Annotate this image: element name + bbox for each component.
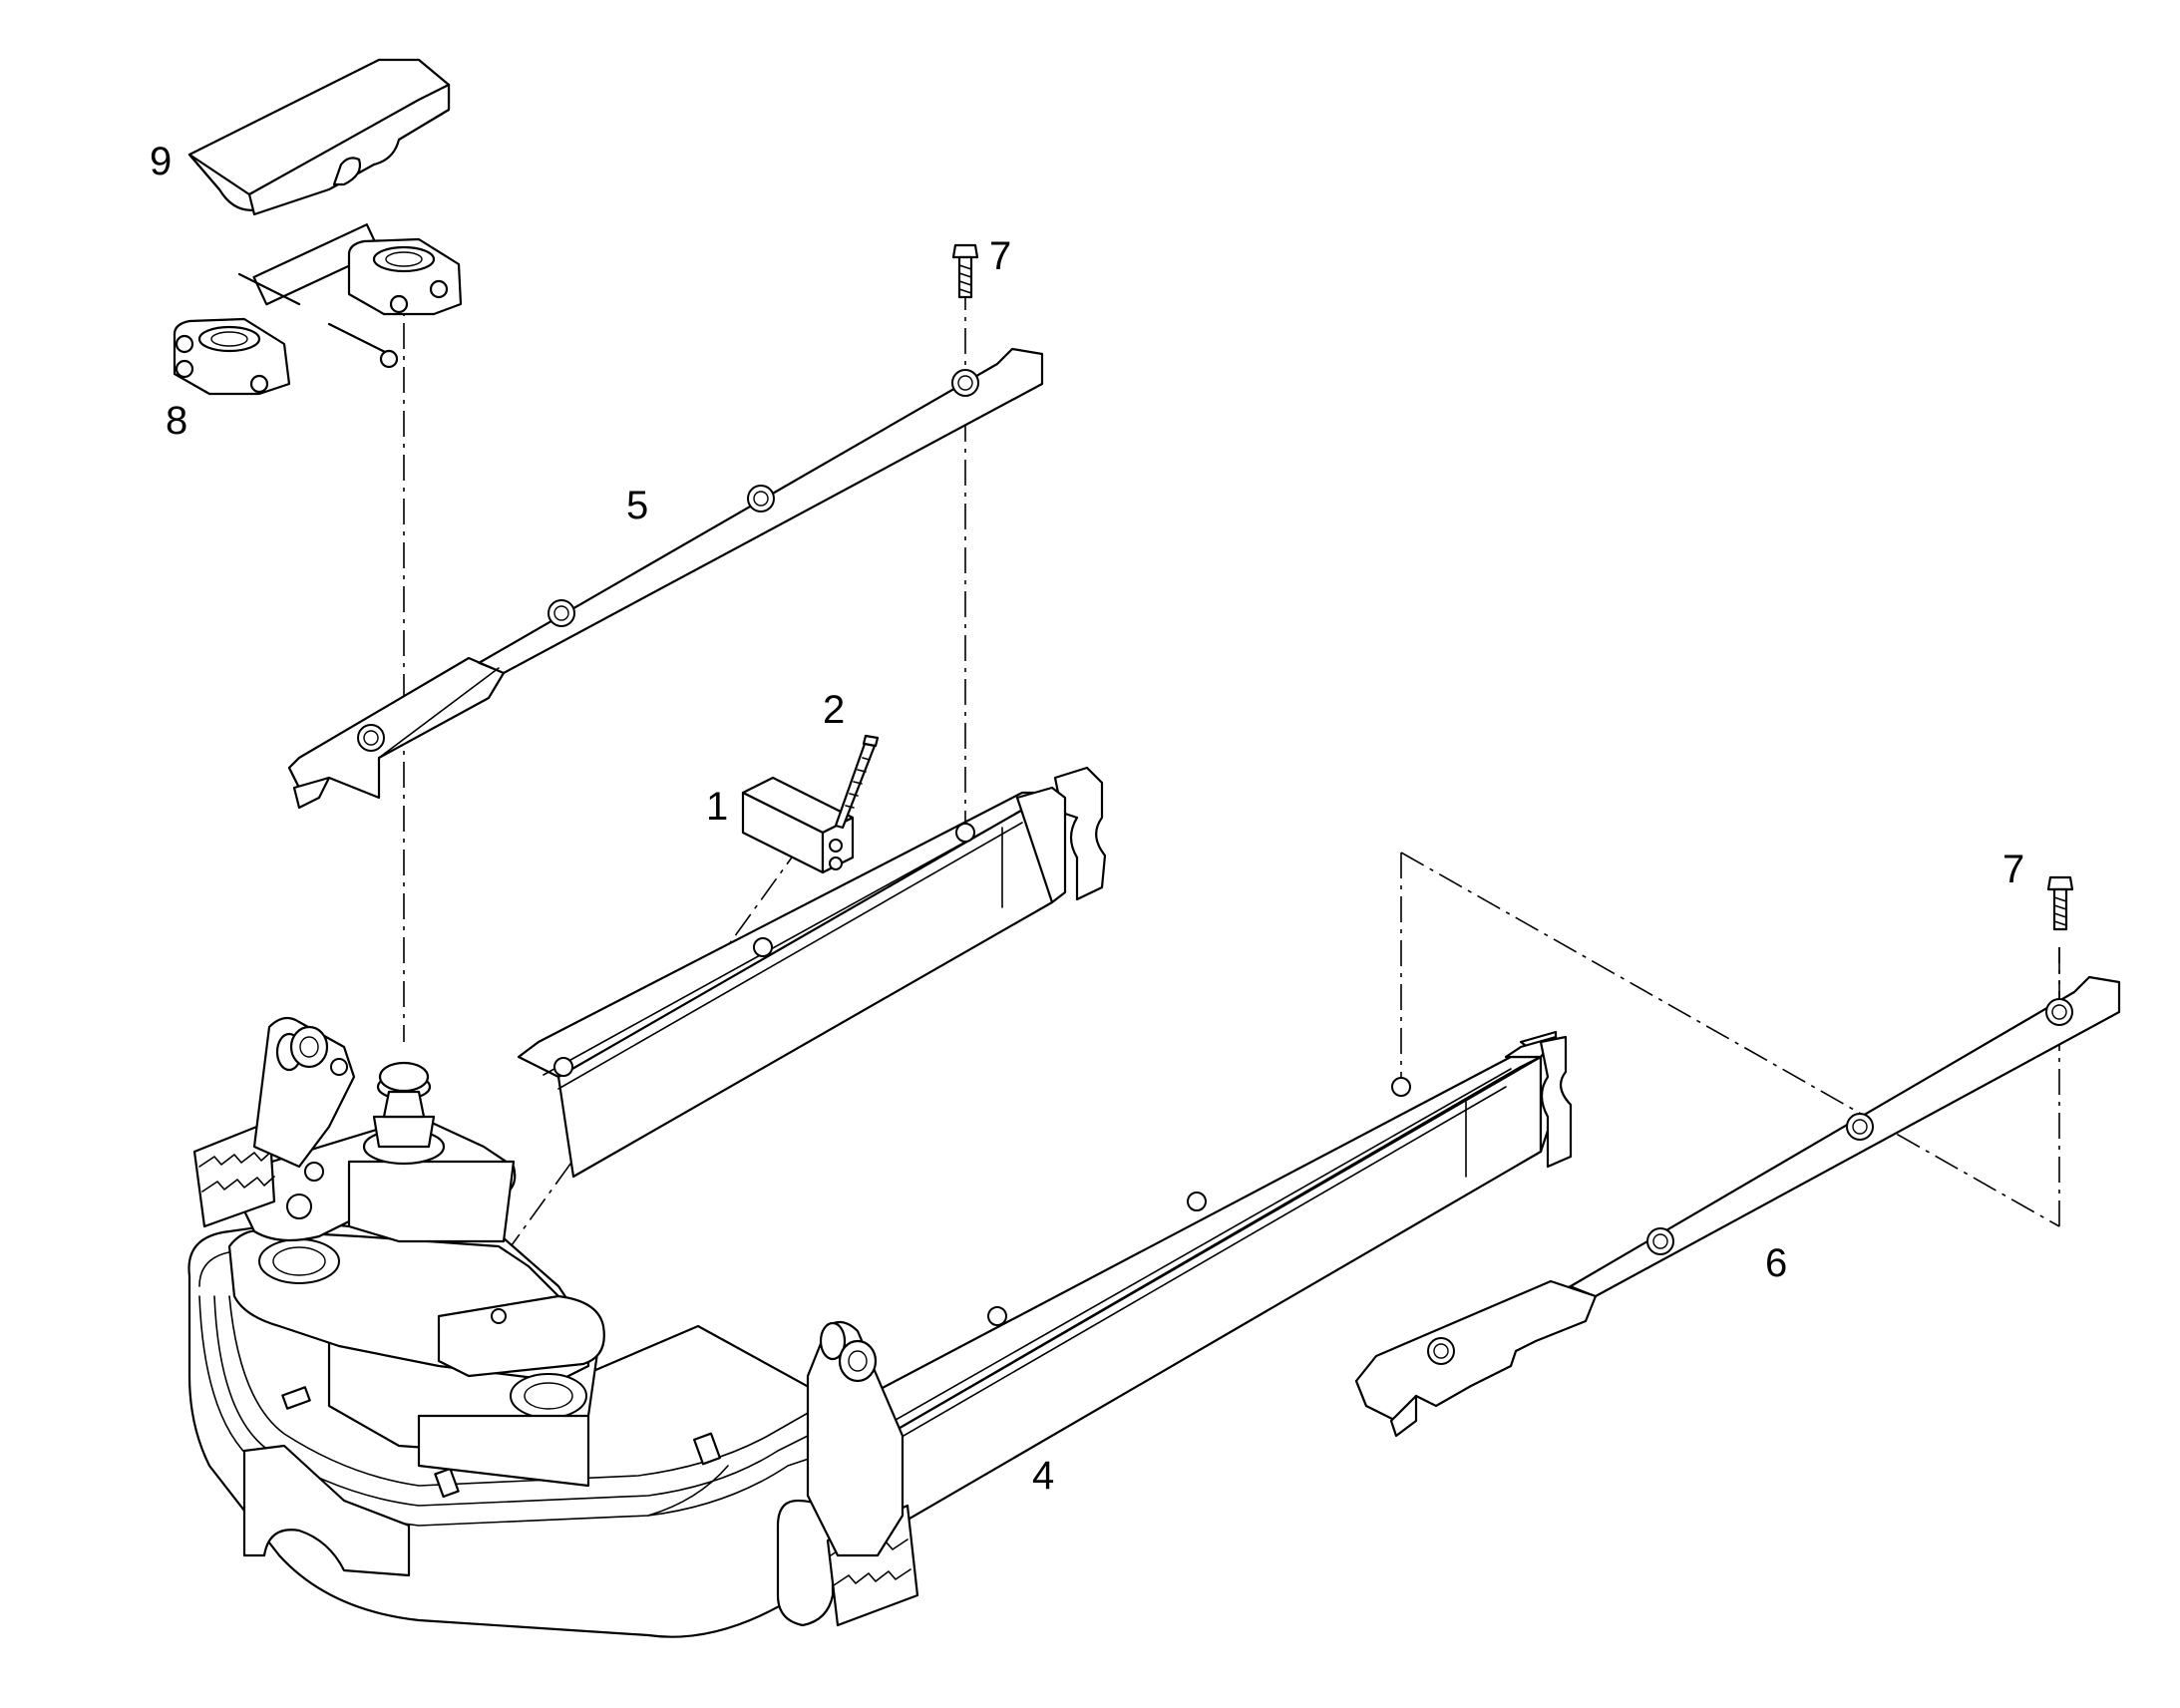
bolt-part-7-b (2046, 875, 2074, 931)
left-rail-part-5 (287, 347, 1044, 810)
clamp-part-8 (173, 223, 463, 396)
callout-2: 2 (823, 688, 845, 732)
callout-5: 5 (626, 484, 648, 527)
callout-9: 9 (150, 140, 172, 183)
callout-7-right: 7 (2002, 848, 2024, 891)
main-frame-part-4 (187, 766, 1573, 1638)
right-rail-part-6 (1354, 975, 2121, 1438)
callout-6: 6 (1765, 1241, 1787, 1285)
callout-1: 1 (706, 785, 728, 829)
cover-part-9 (187, 58, 451, 216)
callout-7-top: 7 (989, 234, 1011, 278)
pin-part-2 (834, 734, 880, 830)
callout-8: 8 (166, 399, 187, 443)
bolt-part-7 (951, 243, 979, 299)
block-part-1 (741, 776, 855, 874)
callout-4: 4 (1032, 1454, 1054, 1498)
frame-mounting-holes (553, 823, 1411, 1326)
callout-labels: 1 2 4 5 6 7 7 8 9 (150, 140, 2024, 1498)
